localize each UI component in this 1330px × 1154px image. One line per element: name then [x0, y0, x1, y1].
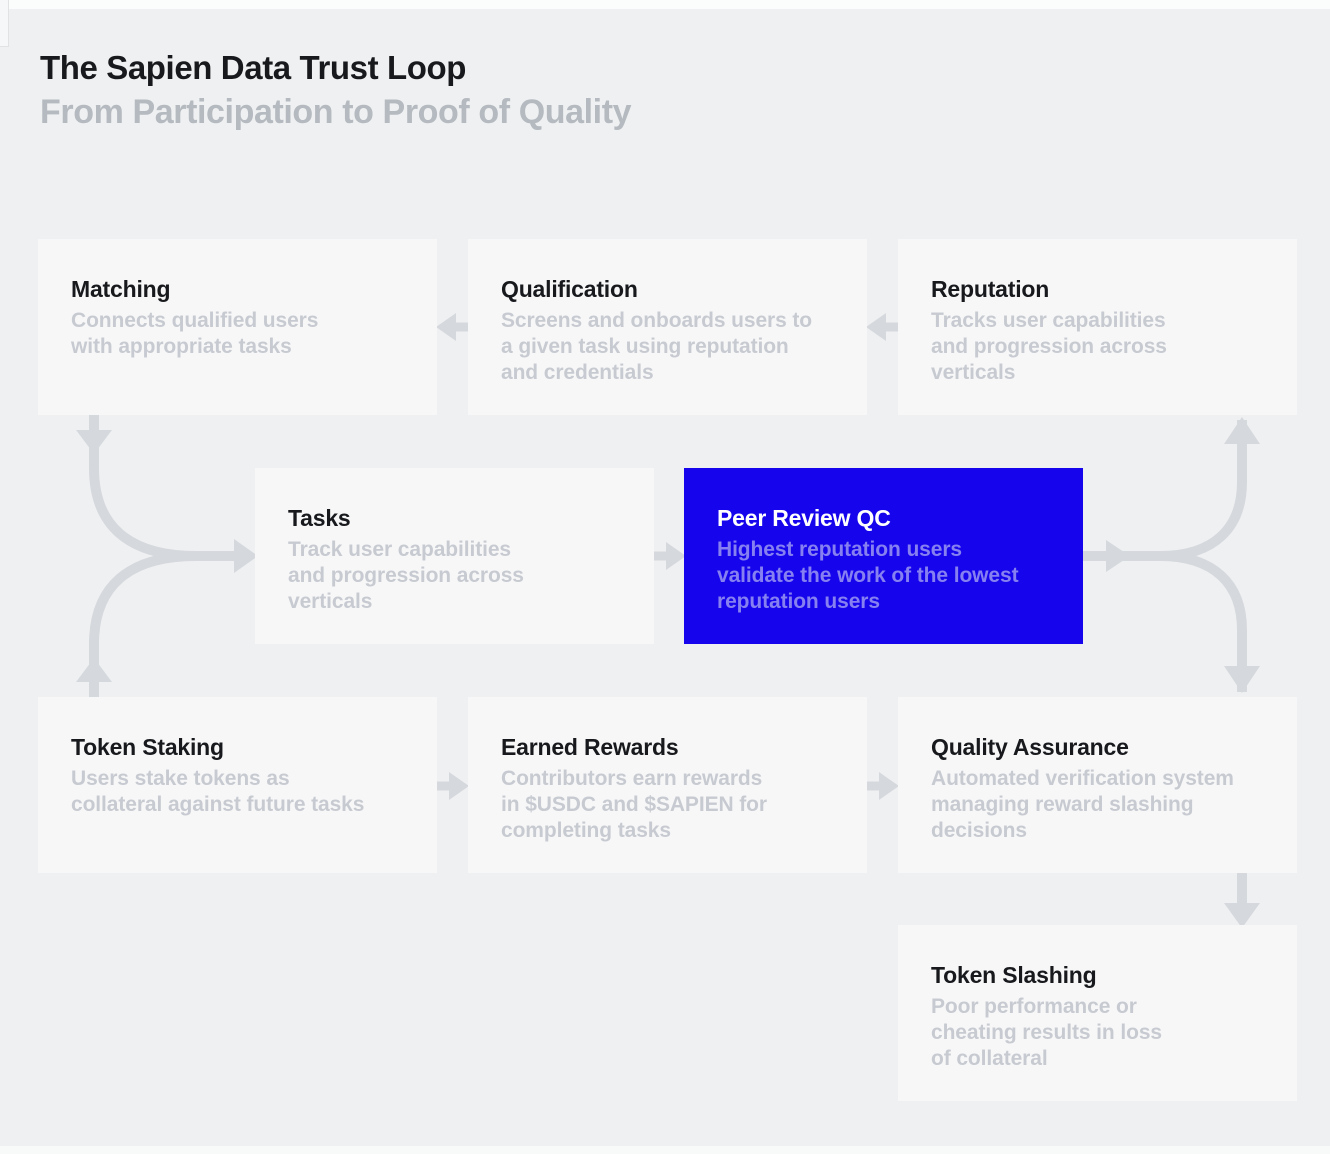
- node-peer-review-qc-description: Highest reputation users validate the wo…: [717, 538, 1019, 613]
- node-peer-review-qc-active[interactable]: Peer Review QC Highest reputation users …: [684, 468, 1083, 644]
- node-matching-title: Matching: [71, 276, 171, 302]
- node-quality-assurance-description: Automated verification system managing r…: [931, 767, 1234, 842]
- node-quality-assurance-title: Quality Assurance: [931, 734, 1129, 760]
- node-reputation-title: Reputation: [931, 276, 1050, 302]
- arrow-peer-review-to-reputation: [1083, 417, 1260, 572]
- node-qualification[interactable]: Qualification Screens and onboards users…: [468, 239, 867, 415]
- bottom-edge-band: [0, 1146, 1330, 1154]
- diagram-header: The Sapien Data Trust Loop From Particip…: [40, 46, 632, 134]
- arrow-tasks-to-peer-review: [654, 542, 686, 570]
- node-reputation[interactable]: Reputation Tracks user capabilities and …: [898, 239, 1297, 415]
- page-title: The Sapien Data Trust Loop: [40, 49, 466, 86]
- arrow-quality-assurance-to-slashing: [1224, 873, 1260, 928]
- arrow-reputation-to-qualification: [866, 313, 898, 341]
- node-peer-review-qc-title: Peer Review QC: [717, 505, 891, 531]
- arrow-peer-review-to-quality-assurance: [1159, 551, 1260, 693]
- top-edge-band: [0, 0, 1330, 9]
- node-token-slashing-description: Poor performance or cheating results in …: [931, 995, 1162, 1070]
- node-qualification-description: Screens and onboards users to a given ta…: [501, 309, 813, 384]
- node-tasks-description: Track user capabilities and progression …: [288, 538, 524, 613]
- node-token-slashing-title: Token Slashing: [931, 962, 1097, 988]
- page-subtitle: From Participation to Proof of Quality: [40, 93, 632, 131]
- node-token-staking-description: Users stake tokens as collateral against…: [71, 767, 365, 816]
- node-earned-rewards[interactable]: Earned Rewards Contributors earn rewards…: [468, 697, 867, 873]
- arrow-matching-to-tasks: [76, 415, 258, 573]
- arrow-qualification-to-matching: [436, 313, 468, 341]
- node-qualification-title: Qualification: [501, 276, 638, 302]
- arrow-staking-to-rewards: [437, 772, 469, 800]
- node-matching[interactable]: Matching Connects qualified users with a…: [38, 239, 437, 415]
- node-tasks-title: Tasks: [288, 505, 351, 531]
- arrow-rewards-to-quality-assurance: [867, 772, 899, 800]
- node-reputation-description: Tracks user capabilities and progression…: [931, 309, 1167, 384]
- node-token-slashing[interactable]: Token Slashing Poor performance or cheat…: [898, 925, 1297, 1101]
- node-tasks[interactable]: Tasks Track user capabilities and progre…: [255, 468, 654, 644]
- panel-corner-edge: [0, 0, 9, 47]
- node-earned-rewards-title: Earned Rewards: [501, 734, 679, 760]
- node-quality-assurance[interactable]: Quality Assurance Automated verification…: [898, 697, 1297, 873]
- node-matching-description: Connects qualified users with appropriat…: [71, 309, 319, 358]
- arrow-staking-to-tasks: [76, 551, 197, 697]
- node-earned-rewards-description: Contributors earn rewards in $USDC and $…: [501, 767, 767, 842]
- node-token-staking-title: Token Staking: [71, 734, 224, 760]
- node-token-staking[interactable]: Token Staking Users stake tokens as coll…: [38, 697, 437, 873]
